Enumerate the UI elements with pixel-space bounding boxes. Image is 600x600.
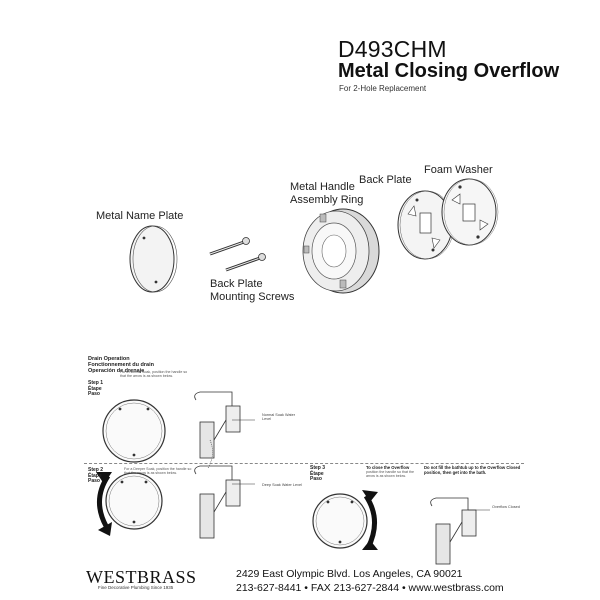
step3-label-fr: Étape: [310, 470, 324, 477]
metal-name-plate-drawing: [129, 225, 178, 293]
drain-operation-es: Operación de drenaje: [88, 368, 145, 374]
step1-pipe-drawing: [194, 391, 255, 469]
step1-text: For a Normal Soak, position the handle s…: [120, 370, 188, 379]
label-handle-assembly-ring: Metal Handle Assembly Ring: [290, 181, 363, 207]
step3-heading: To close the Overflow: [366, 465, 410, 470]
step3-label-es: Paso: [310, 476, 322, 482]
label-mounting-screws-line1: Back Plate: [210, 278, 263, 290]
document-title: Metal Closing Overflow: [338, 60, 560, 82]
foam-washer-drawing: [441, 178, 499, 246]
step3-label-en: Step 3: [310, 465, 326, 471]
label-foam-washer: Foam Washer: [424, 164, 493, 176]
label-mounting-screws-line2: Mounting Screws: [210, 291, 295, 303]
step2-label-fr: Étape: [88, 472, 102, 479]
step3-callout: Overflow Closed: [492, 505, 520, 509]
step2-callout: Deep Soak Water Level: [262, 483, 302, 487]
model-number: D493CHM: [338, 36, 447, 62]
caution-text: Do not fill the bathtub up to the Overfl…: [424, 465, 521, 475]
label-mounting-screws: Back Plate Mounting Screws: [210, 278, 294, 304]
step2-label-en: Step 2: [88, 467, 104, 473]
step3-plate-drawing: [312, 490, 378, 550]
label-handle-ring-line2: Assembly Ring: [290, 194, 364, 206]
step1-label-es: Paso: [88, 391, 100, 397]
label-back-plate: Back Plate: [359, 174, 412, 186]
step2-label-es: Paso: [88, 478, 100, 484]
drain-operation-en: Drain Operation: [88, 356, 130, 362]
step-diagrams: [96, 391, 490, 565]
exploded-parts-illustration: [129, 178, 499, 294]
step1-label: Step 1 Étape Paso: [88, 380, 104, 398]
label-metal-name-plate: Metal Name Plate: [96, 210, 184, 222]
step2-plate-drawing: [96, 472, 163, 536]
label-handle-ring-line1: Metal Handle: [290, 181, 355, 193]
step1-plate-drawing: [102, 399, 166, 463]
step3-instructions: To close the Overflow position the handl…: [366, 465, 416, 479]
step3-pipe-drawing: [430, 497, 490, 565]
step1-label-fr: Étape: [88, 385, 102, 392]
step3-label: Step 3 Étape Paso: [310, 465, 326, 483]
brand-tagline: Fine Decorative Plumbing Since 1935: [98, 585, 174, 590]
mounting-screws-drawing: [209, 237, 266, 272]
brand-logo: WESTBRASS: [86, 567, 197, 587]
step2-text: For a Deeper Soak, position the handle s…: [124, 467, 192, 476]
step1-label-en: Step 1: [88, 380, 104, 386]
step1-callout: Normal Soak Water Level: [262, 413, 295, 422]
handle-assembly-ring-drawing: [302, 208, 380, 294]
section-divider: [84, 463, 524, 464]
step3-text: position the handle so that the arrow is…: [366, 470, 414, 479]
company-contact: 213-627-8441 • FAX 213-627-2844 • www.we…: [236, 582, 504, 594]
drain-operation-fr: Fonctionnement du drain: [88, 362, 154, 368]
document-subtitle: For 2-Hole Replacement: [339, 84, 427, 93]
step2-pipe-drawing: [194, 465, 255, 539]
drain-operation-heading: Drain Operation Fonctionnement du drain …: [88, 356, 154, 374]
step2-label: Step 2 Étape Paso: [88, 467, 104, 485]
company-address: 2429 East Olympic Blvd. Los Angeles, CA …: [236, 568, 463, 580]
